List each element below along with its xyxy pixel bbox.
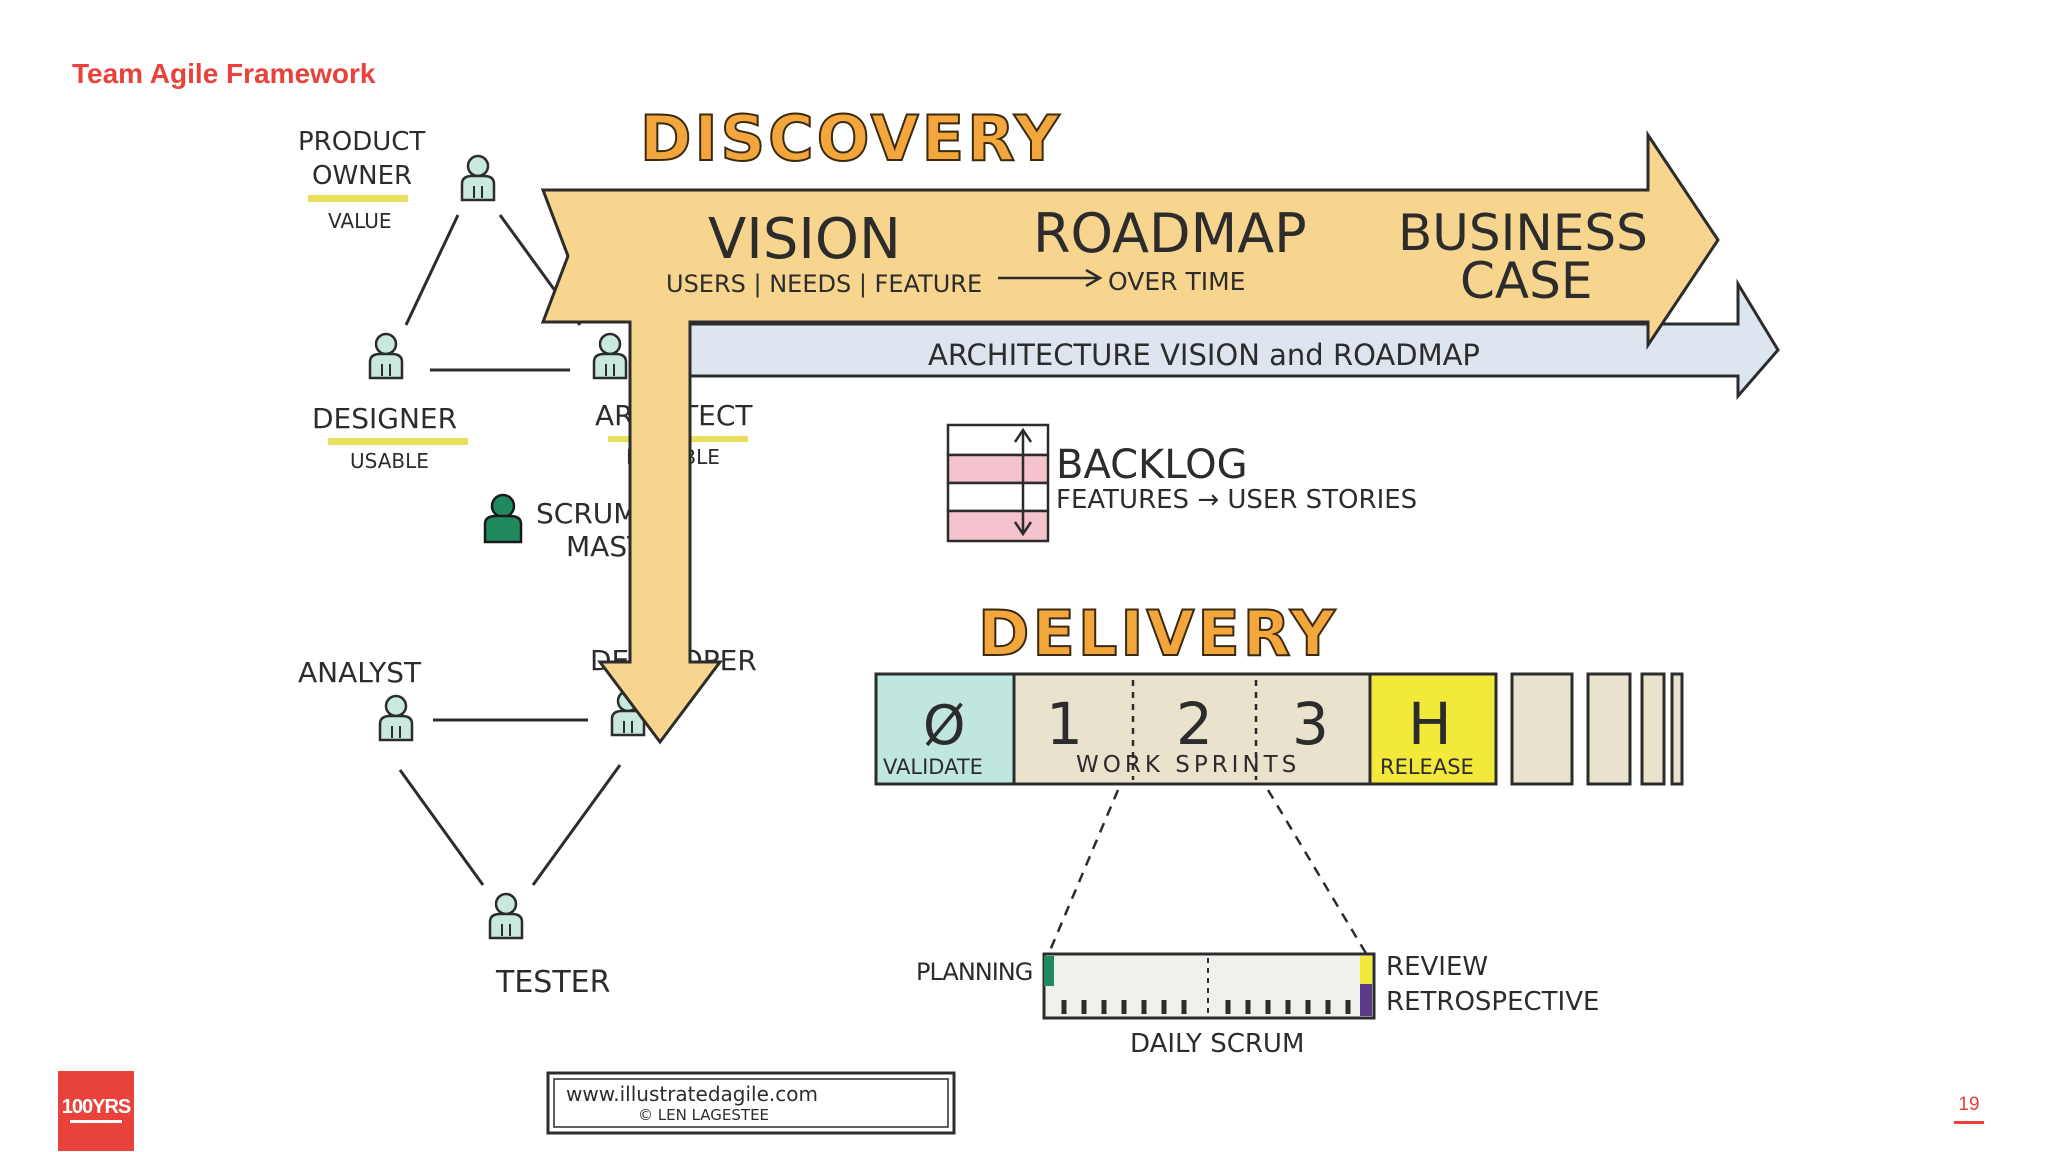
connector-analyst-tester: [398, 769, 485, 886]
daily-scrum-label: DAILY SCRUM: [1130, 1029, 1304, 1059]
credit-author: © LEN LAGESTEE: [638, 1106, 769, 1124]
designer-highlight: [328, 438, 468, 445]
slide-title: Team Agile Framework: [72, 58, 376, 89]
scrum-master-icon: [483, 493, 523, 544]
sprint-3-label: 3: [1292, 690, 1329, 758]
architecture-arrow: [636, 278, 1780, 401]
work-sprints-label: WORK SPRINTS: [1076, 752, 1300, 778]
vision-label: VISION: [708, 207, 901, 272]
tester-label: TESTER: [495, 965, 610, 1000]
work-sprints-box: [1012, 672, 1372, 786]
analyst-label: ANALYST: [298, 656, 422, 689]
sprint-2-label: 2: [1176, 690, 1213, 758]
delivery-timeline: [874, 672, 1684, 786]
credit-box: [546, 1071, 956, 1135]
analyst-icon: [378, 694, 414, 742]
business-case-label-1: BUSINESS: [1398, 204, 1648, 262]
logo-text: 100YRS: [61, 1096, 131, 1118]
product-owner-icon: [460, 154, 496, 202]
tester-icon: [488, 892, 524, 940]
review-label: REVIEW: [1386, 952, 1488, 982]
architecture-label: ARCHITECTURE VISION and ROADMAP: [928, 338, 1480, 372]
connector-developer-tester: [531, 764, 622, 886]
backlog-stack: [946, 423, 1050, 543]
validate-label: VALIDATE: [883, 755, 983, 779]
zoom-line-right: [1266, 789, 1372, 961]
architect-icon: [592, 332, 628, 380]
page-number-underline: [1954, 1121, 1984, 1124]
backlog-subtitle: FEATURES → USER STORIES: [1056, 485, 1417, 515]
roadmap-sublabel: OVER TIME: [1108, 267, 1245, 296]
vision-to-roadmap-arrowhead: [1085, 268, 1103, 288]
agile-framework-diagram: PRODUCT OWNER VALUE DESIGNER USABLE ARCH…: [298, 101, 1780, 1135]
zoom-line-left: [1044, 789, 1120, 961]
designer-value: USABLE: [350, 449, 429, 473]
designer-icon: [368, 332, 404, 380]
validate-zero: Ø: [923, 694, 966, 757]
planning-marker: [1044, 956, 1054, 986]
hardening-label: H: [1408, 690, 1452, 758]
retrospective-label: RETROSPECTIVE: [1386, 987, 1599, 1017]
validate-box: [874, 672, 1016, 786]
release-box: [1368, 672, 1498, 786]
roadmap-label: ROADMAP: [1033, 202, 1307, 265]
review-marker: [1360, 956, 1372, 984]
credit-url: www.illustratedagile.com: [566, 1082, 818, 1106]
discovery-heading: DISCOVERY: [640, 102, 1062, 175]
sprint-1-label: 1: [1046, 690, 1083, 758]
product-owner-value: VALUE: [328, 209, 392, 233]
product-owner-highlight: [308, 195, 408, 202]
planning-label: PLANNING: [916, 958, 1032, 986]
company-logo: 100YRS: [58, 1071, 134, 1151]
designer-label: DESIGNER: [312, 402, 457, 435]
vision-sublabel: USERS | NEEDS | FEATURE: [666, 270, 982, 298]
scrum-master-label-1: SCRUM: [536, 497, 637, 530]
logo-underline: [70, 1120, 122, 1123]
release-label: RELEASE: [1380, 755, 1474, 779]
product-owner-label-2: OWNER: [312, 161, 412, 191]
connector-po-designer: [404, 214, 460, 326]
product-owner-label-1: PRODUCT: [298, 127, 425, 157]
discovery-arrow: [540, 130, 1720, 745]
business-case-label-2: CASE: [1460, 252, 1592, 310]
delivery-heading: DELIVERY: [978, 597, 1338, 670]
sprint-detail-bar: [1042, 952, 1376, 1020]
backlog-title: BACKLOG: [1056, 442, 1248, 488]
page-number: 19: [1958, 1094, 1980, 1115]
retrospective-marker: [1360, 984, 1372, 1016]
